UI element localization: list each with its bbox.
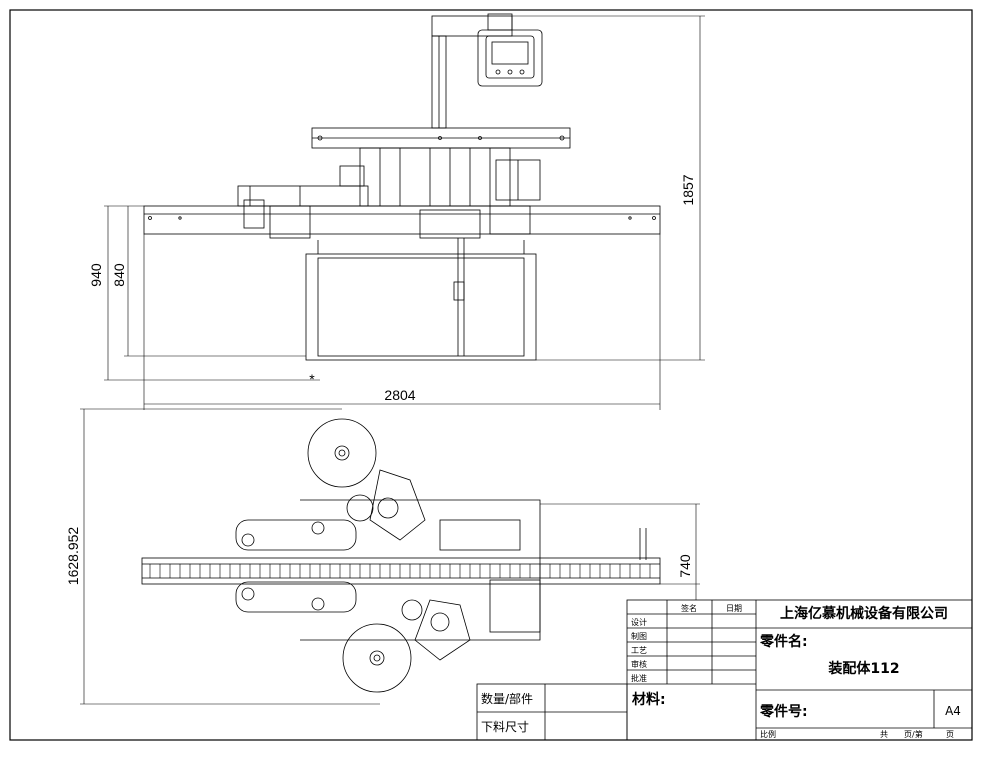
sign-header: 签名 xyxy=(681,603,697,613)
material-label: 材料: xyxy=(632,691,666,708)
qty-label: 数量/部件 xyxy=(481,691,533,706)
labeling-heads xyxy=(359,147,511,207)
row-drafting: 制图 xyxy=(631,631,647,641)
row-process: 工艺 xyxy=(631,646,647,655)
side-feeder xyxy=(237,185,369,207)
drawing-border xyxy=(9,9,973,741)
lower-unit xyxy=(489,579,541,633)
part-name-value: 装配体112 xyxy=(827,660,899,677)
hmi-arm-top xyxy=(431,15,513,37)
side-feed-top xyxy=(235,519,357,551)
front-elevation-view xyxy=(143,13,661,361)
plan-view xyxy=(141,418,661,693)
dim-height-840: 840 xyxy=(111,263,127,287)
dim-asterisk: * xyxy=(309,371,315,387)
date-header: 日期 xyxy=(726,604,742,613)
conveyor-rail-front xyxy=(143,205,661,235)
labeler-arm-bottom xyxy=(414,599,471,661)
sheet-size: A4 xyxy=(945,704,961,718)
plan-conveyor xyxy=(141,557,661,585)
pages-sep-label: 页/第 xyxy=(904,729,923,739)
dim-total-height: 1857 xyxy=(680,174,696,205)
part-name-label: 零件名: xyxy=(759,633,808,650)
row-approve: 批准 xyxy=(631,673,647,683)
dim-total-width: 2804 xyxy=(384,387,415,403)
row-review: 审核 xyxy=(631,659,647,669)
side-feed-bottom xyxy=(235,581,357,613)
cut-size-label: 下料尺寸 xyxy=(481,720,529,734)
row-design: 设计 xyxy=(631,617,647,627)
dim-plan-740: 740 xyxy=(677,554,693,578)
labeler-arm-top xyxy=(369,469,426,541)
pages-total-label: 共 xyxy=(880,730,888,739)
machine-cabinet xyxy=(305,253,537,361)
title-block xyxy=(476,599,973,741)
part-number-label: 零件号: xyxy=(759,703,808,720)
dim-height-940: 940 xyxy=(88,263,104,287)
label-roll-top xyxy=(307,418,377,488)
dim-plan-depth: 1628.952 xyxy=(65,527,81,586)
company-name: 上海亿慕机械设备有限公司 xyxy=(780,605,948,622)
plan-view-dimensions xyxy=(80,408,700,705)
hmi-housing xyxy=(477,29,543,87)
upper-unit xyxy=(439,519,521,551)
hmi-screen xyxy=(485,35,535,79)
ratio-label: 比例 xyxy=(760,729,776,739)
conveyor-chain-links xyxy=(149,564,651,578)
pages-end-label: 页 xyxy=(946,730,954,739)
front-view-dimensions xyxy=(104,15,705,410)
label-roll-bottom xyxy=(342,623,412,693)
